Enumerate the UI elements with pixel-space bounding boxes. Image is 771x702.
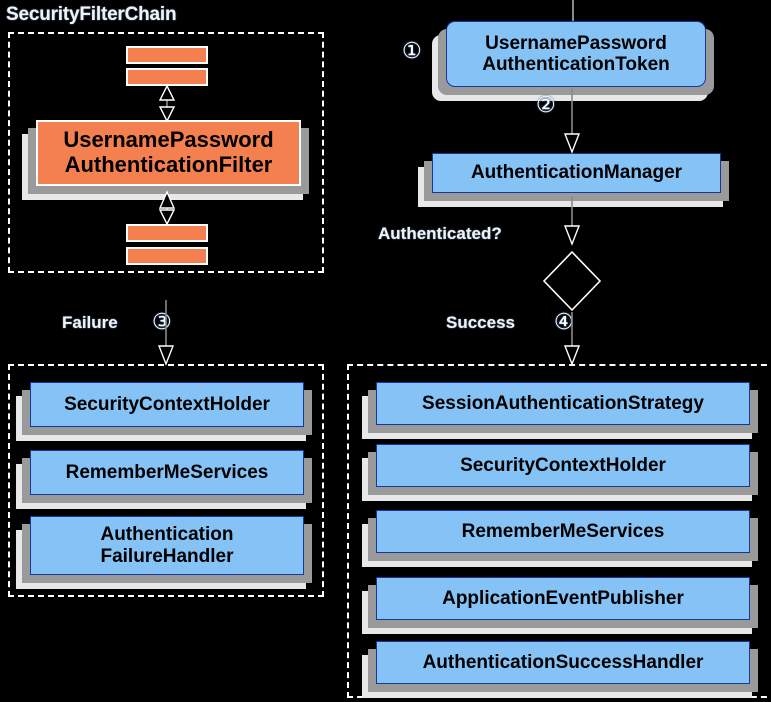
node-label: ApplicationEventPublisher — [442, 587, 684, 609]
filter-node-label-line1: UsernamePassword — [63, 127, 274, 153]
filter-node-label-line2: AuthenticationFilter — [64, 152, 273, 177]
filter-bar-top-2 — [126, 68, 208, 86]
group-title-security-filter-chain: SecurityFilterChain — [6, 4, 177, 25]
manager-label: AuthenticationManager — [470, 162, 683, 184]
node-success-session-authentication-strategy[interactable]: SessionAuthenticationStrategy — [362, 382, 758, 439]
node-failure-authentication-failure-handler[interactable]: Authentication FailureHandler — [16, 516, 312, 589]
node-face: ApplicationEventPublisher — [376, 577, 750, 620]
node-label: SecurityContextHolder — [460, 454, 666, 476]
node-face: RememberMeServices — [376, 510, 750, 553]
node-authentication-manager[interactable]: AuthenticationManager — [418, 153, 729, 207]
node-success-application-event-publisher[interactable]: ApplicationEventPublisher — [362, 577, 758, 634]
decision-diamond — [542, 250, 602, 312]
node-success-remember-me-services[interactable]: RememberMeServices — [362, 510, 758, 567]
label-authenticated: Authenticated? — [378, 224, 502, 243]
group-box-security-filter-chain — [8, 32, 324, 273]
node-label: AuthenticationSuccessHandler — [422, 651, 704, 673]
node-label: RememberMeServices — [461, 520, 665, 542]
label-failure: Failure — [62, 313, 118, 332]
connector-into-token — [572, 0, 574, 22]
node-face: UsernamePassword AuthenticationFilter — [36, 120, 301, 186]
filter-bar-top-1 — [126, 46, 208, 64]
node-face: AuthenticationManager — [432, 153, 721, 193]
node-label: SecurityContextHolder — [64, 393, 270, 415]
step-number-4: ④ — [554, 309, 574, 334]
node-label-line1: Authentication — [100, 524, 234, 546]
filter-bar-bottom-2 — [126, 247, 208, 265]
filter-bar-bottom-1 — [126, 224, 208, 242]
node-label-line2: FailureHandler — [100, 545, 234, 567]
node-success-authentication-success-handler[interactable]: AuthenticationSuccessHandler — [362, 641, 758, 698]
node-face: SecurityContextHolder — [376, 444, 750, 487]
node-label: SessionAuthenticationStrategy — [422, 392, 704, 414]
step-number-1: ① — [402, 38, 422, 63]
node-face: SessionAuthenticationStrategy — [376, 382, 750, 425]
step-number-3: ③ — [152, 309, 172, 334]
node-face: Authentication FailureHandler — [30, 516, 304, 575]
node-username-password-authentication-token[interactable]: UsernamePassword AuthenticationToken — [432, 21, 714, 101]
node-label: RememberMeServices — [65, 461, 269, 483]
node-face: AuthenticationSuccessHandler — [376, 641, 750, 684]
token-label-line1: UsernamePassword — [485, 32, 667, 54]
step-number-2: ② — [536, 92, 556, 117]
node-failure-remember-me-services[interactable]: RememberMeServices — [16, 450, 312, 509]
label-success: Success — [446, 313, 515, 332]
token-label-line2: AuthenticationToken — [482, 54, 670, 75]
node-success-security-context-holder[interactable]: SecurityContextHolder — [362, 444, 758, 501]
node-face: UsernamePassword AuthenticationToken — [446, 21, 706, 87]
node-face: SecurityContextHolder — [30, 382, 304, 427]
node-username-password-authentication-filter[interactable]: UsernamePassword AuthenticationFilter — [22, 120, 309, 200]
node-face: RememberMeServices — [30, 450, 304, 495]
node-failure-security-context-holder[interactable]: SecurityContextHolder — [16, 382, 312, 441]
